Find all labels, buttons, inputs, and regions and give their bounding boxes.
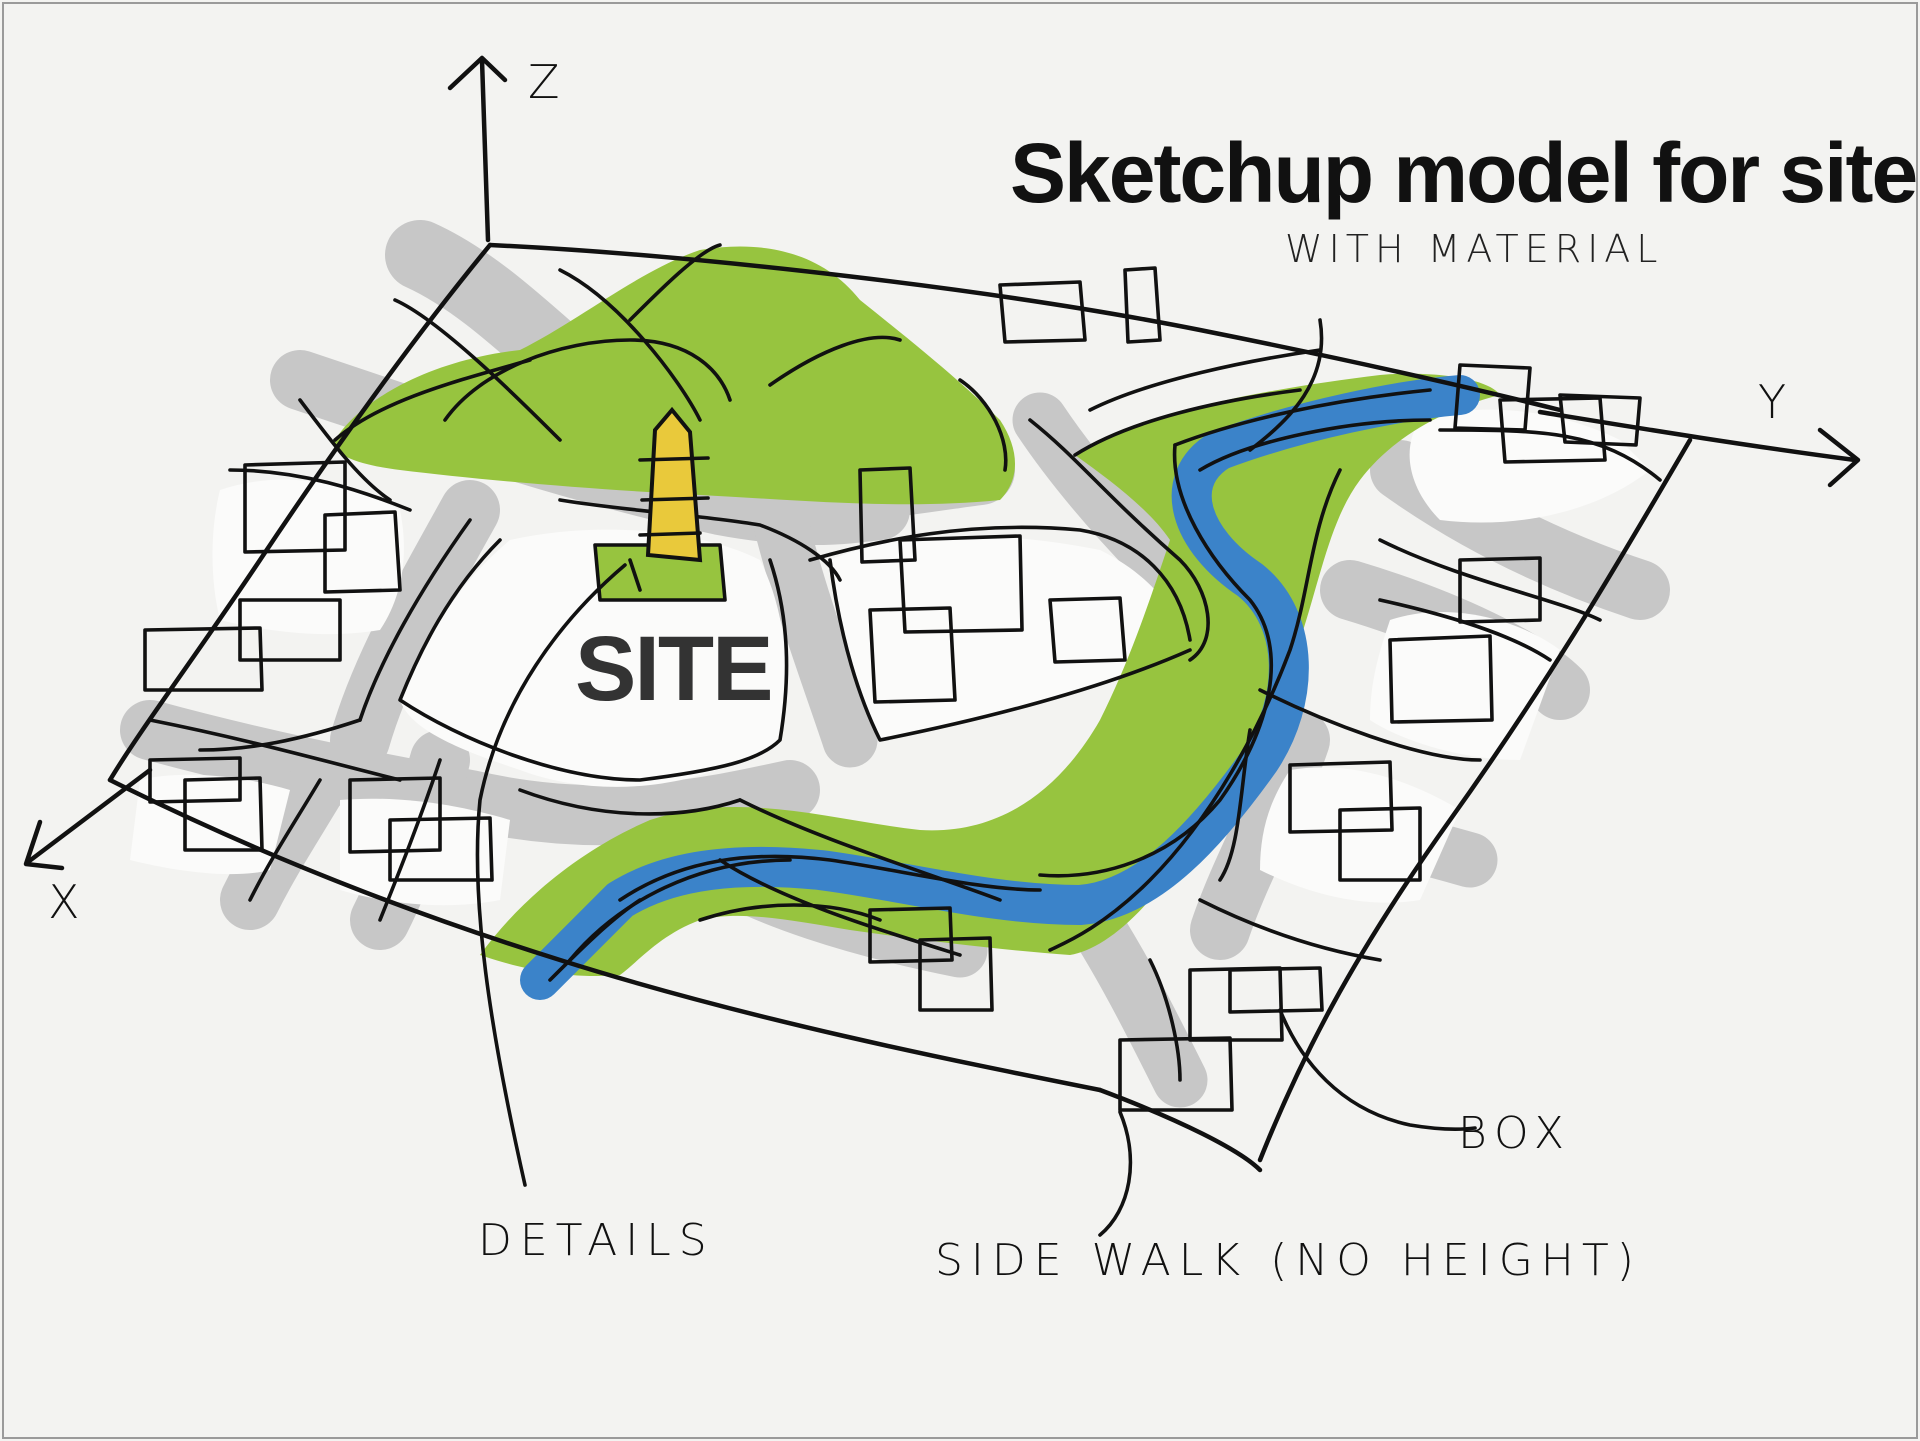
site-tower [645, 406, 703, 563]
sidewalk-leader [1098, 1110, 1133, 1237]
diagram-title: Sketchup model for site [1010, 126, 1916, 220]
river-bank-lines [548, 388, 1432, 982]
z-axis-label: Z [528, 55, 560, 109]
x-axis-label: X [48, 875, 80, 929]
site-plot [593, 406, 727, 602]
box-callout: BOX [1458, 1108, 1572, 1159]
building-boxes [143, 266, 1642, 1112]
diagram-subtitle: WITH MATERIAL [1285, 227, 1663, 271]
x-axis-line [25, 767, 153, 865]
z-axis-arrowhead [447, 55, 508, 91]
y-axis-line [1537, 409, 1858, 463]
river [520, 375, 1480, 1000]
y-axis-arrowhead [1817, 427, 1861, 488]
details-callout: DETAILS [478, 1215, 715, 1266]
details-leader [475, 563, 627, 1187]
hill-contours [333, 243, 1008, 472]
axes: Z Y X [23, 55, 1861, 929]
green-hill [334, 246, 1015, 505]
site-label: SITE [575, 618, 771, 720]
callout-leaders [475, 563, 1477, 1237]
sidewalk-callout: SIDE WALK (NO HEIGHT) [935, 1235, 1642, 1286]
z-axis-line [479, 57, 491, 243]
x-axis-arrowhead [23, 819, 65, 871]
box-leader [1278, 1008, 1477, 1132]
river-bank-green [480, 373, 1500, 976]
y-axis-label: Y [1758, 375, 1786, 429]
